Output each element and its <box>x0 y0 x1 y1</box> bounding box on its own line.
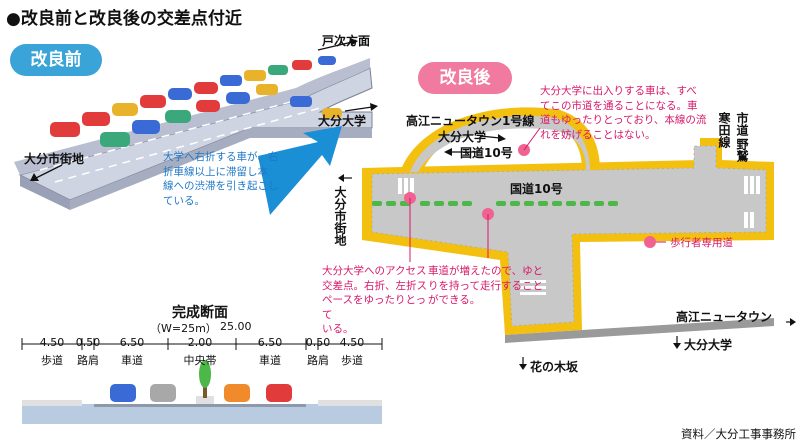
car-icon <box>50 56 342 147</box>
label-kokudo-arc: 国道10号 <box>460 146 513 160</box>
width-2: 0.50 <box>75 336 101 349</box>
arrow-right-icon <box>317 38 378 112</box>
tree-icon <box>199 360 211 398</box>
width-4: 2.00 <box>187 336 213 349</box>
section-name-3: 車道 <box>121 354 143 367</box>
section-name-4: 中央帯 <box>183 354 217 367</box>
after-note-left: 大分大学へのアクセス 交差点。右折、左折ス ペースをゆったりとって いる。 <box>322 265 427 335</box>
label-takae: 高江ニュータウン <box>676 310 773 324</box>
source-credit: 資料／大分工事事務所 <box>681 427 796 441</box>
label-toji: 戸次方面 <box>322 34 371 48</box>
label-daigaku-before: 大分大学 <box>318 114 367 128</box>
before-badge: 改良前 <box>10 44 102 76</box>
arrow-right-icon <box>479 134 796 326</box>
label-shido-3: 野鷲 <box>735 138 749 162</box>
arrow-left-icon <box>30 164 63 181</box>
width-3: 6.50 <box>119 336 145 349</box>
arrow-left-icon <box>338 148 480 182</box>
label-kokudo: 国道10号 <box>510 182 563 196</box>
section-total: 25.00 <box>220 320 252 333</box>
after-note-mid: 車道が増えたので、ゆと りを持って走行すること ができる。 <box>428 265 544 306</box>
label-daigaku-arc: 大分大学 <box>438 130 487 144</box>
width-6: 0.50 <box>305 336 331 349</box>
label-city-before: 大分市街地 <box>24 152 85 166</box>
section-title: 完成断面 <box>172 305 228 321</box>
label-takae-1: 高江ニュータウン1号線 <box>406 114 535 128</box>
label-shido-1: 市道 <box>735 112 749 136</box>
label-shido-2: 寒田線 <box>717 112 731 148</box>
arrow-down-icon <box>519 336 681 370</box>
section-name-1: 歩道 <box>41 354 63 367</box>
big-transition-arrow-icon <box>258 126 342 215</box>
section-name-5: 車道 <box>259 354 281 367</box>
section-name-2: 路肩 <box>77 354 99 367</box>
width-1: 4.50 <box>39 336 65 349</box>
car-icon <box>110 384 292 402</box>
label-daigaku-bottom: 大分大学 <box>684 338 733 352</box>
label-city-after: 大分市街地 <box>333 186 347 246</box>
width-5: 6.50 <box>257 336 283 349</box>
after-note-top: 大分大学に出入りする車は、すべ てこの市道を通ることになる。車 道もゆったりとっ… <box>540 85 707 141</box>
section-name-6: 路肩 <box>307 354 329 367</box>
width-7: 4.50 <box>339 336 365 349</box>
label-hanano: 花の木坂 <box>530 360 579 374</box>
section-name-7: 歩道 <box>341 354 363 367</box>
section-width-label: （W=25m） <box>150 322 217 335</box>
page-title: ●改良前と改良後の交差点付近 <box>6 9 242 29</box>
label-pedestrian: 歩行者専用道 <box>670 237 733 249</box>
before-note: 大学へ右折する車が、右 折車線以上に滞留し本 線への渋滞を引き起こし ている。 <box>163 151 279 207</box>
after-badge: 改良後 <box>418 62 512 94</box>
